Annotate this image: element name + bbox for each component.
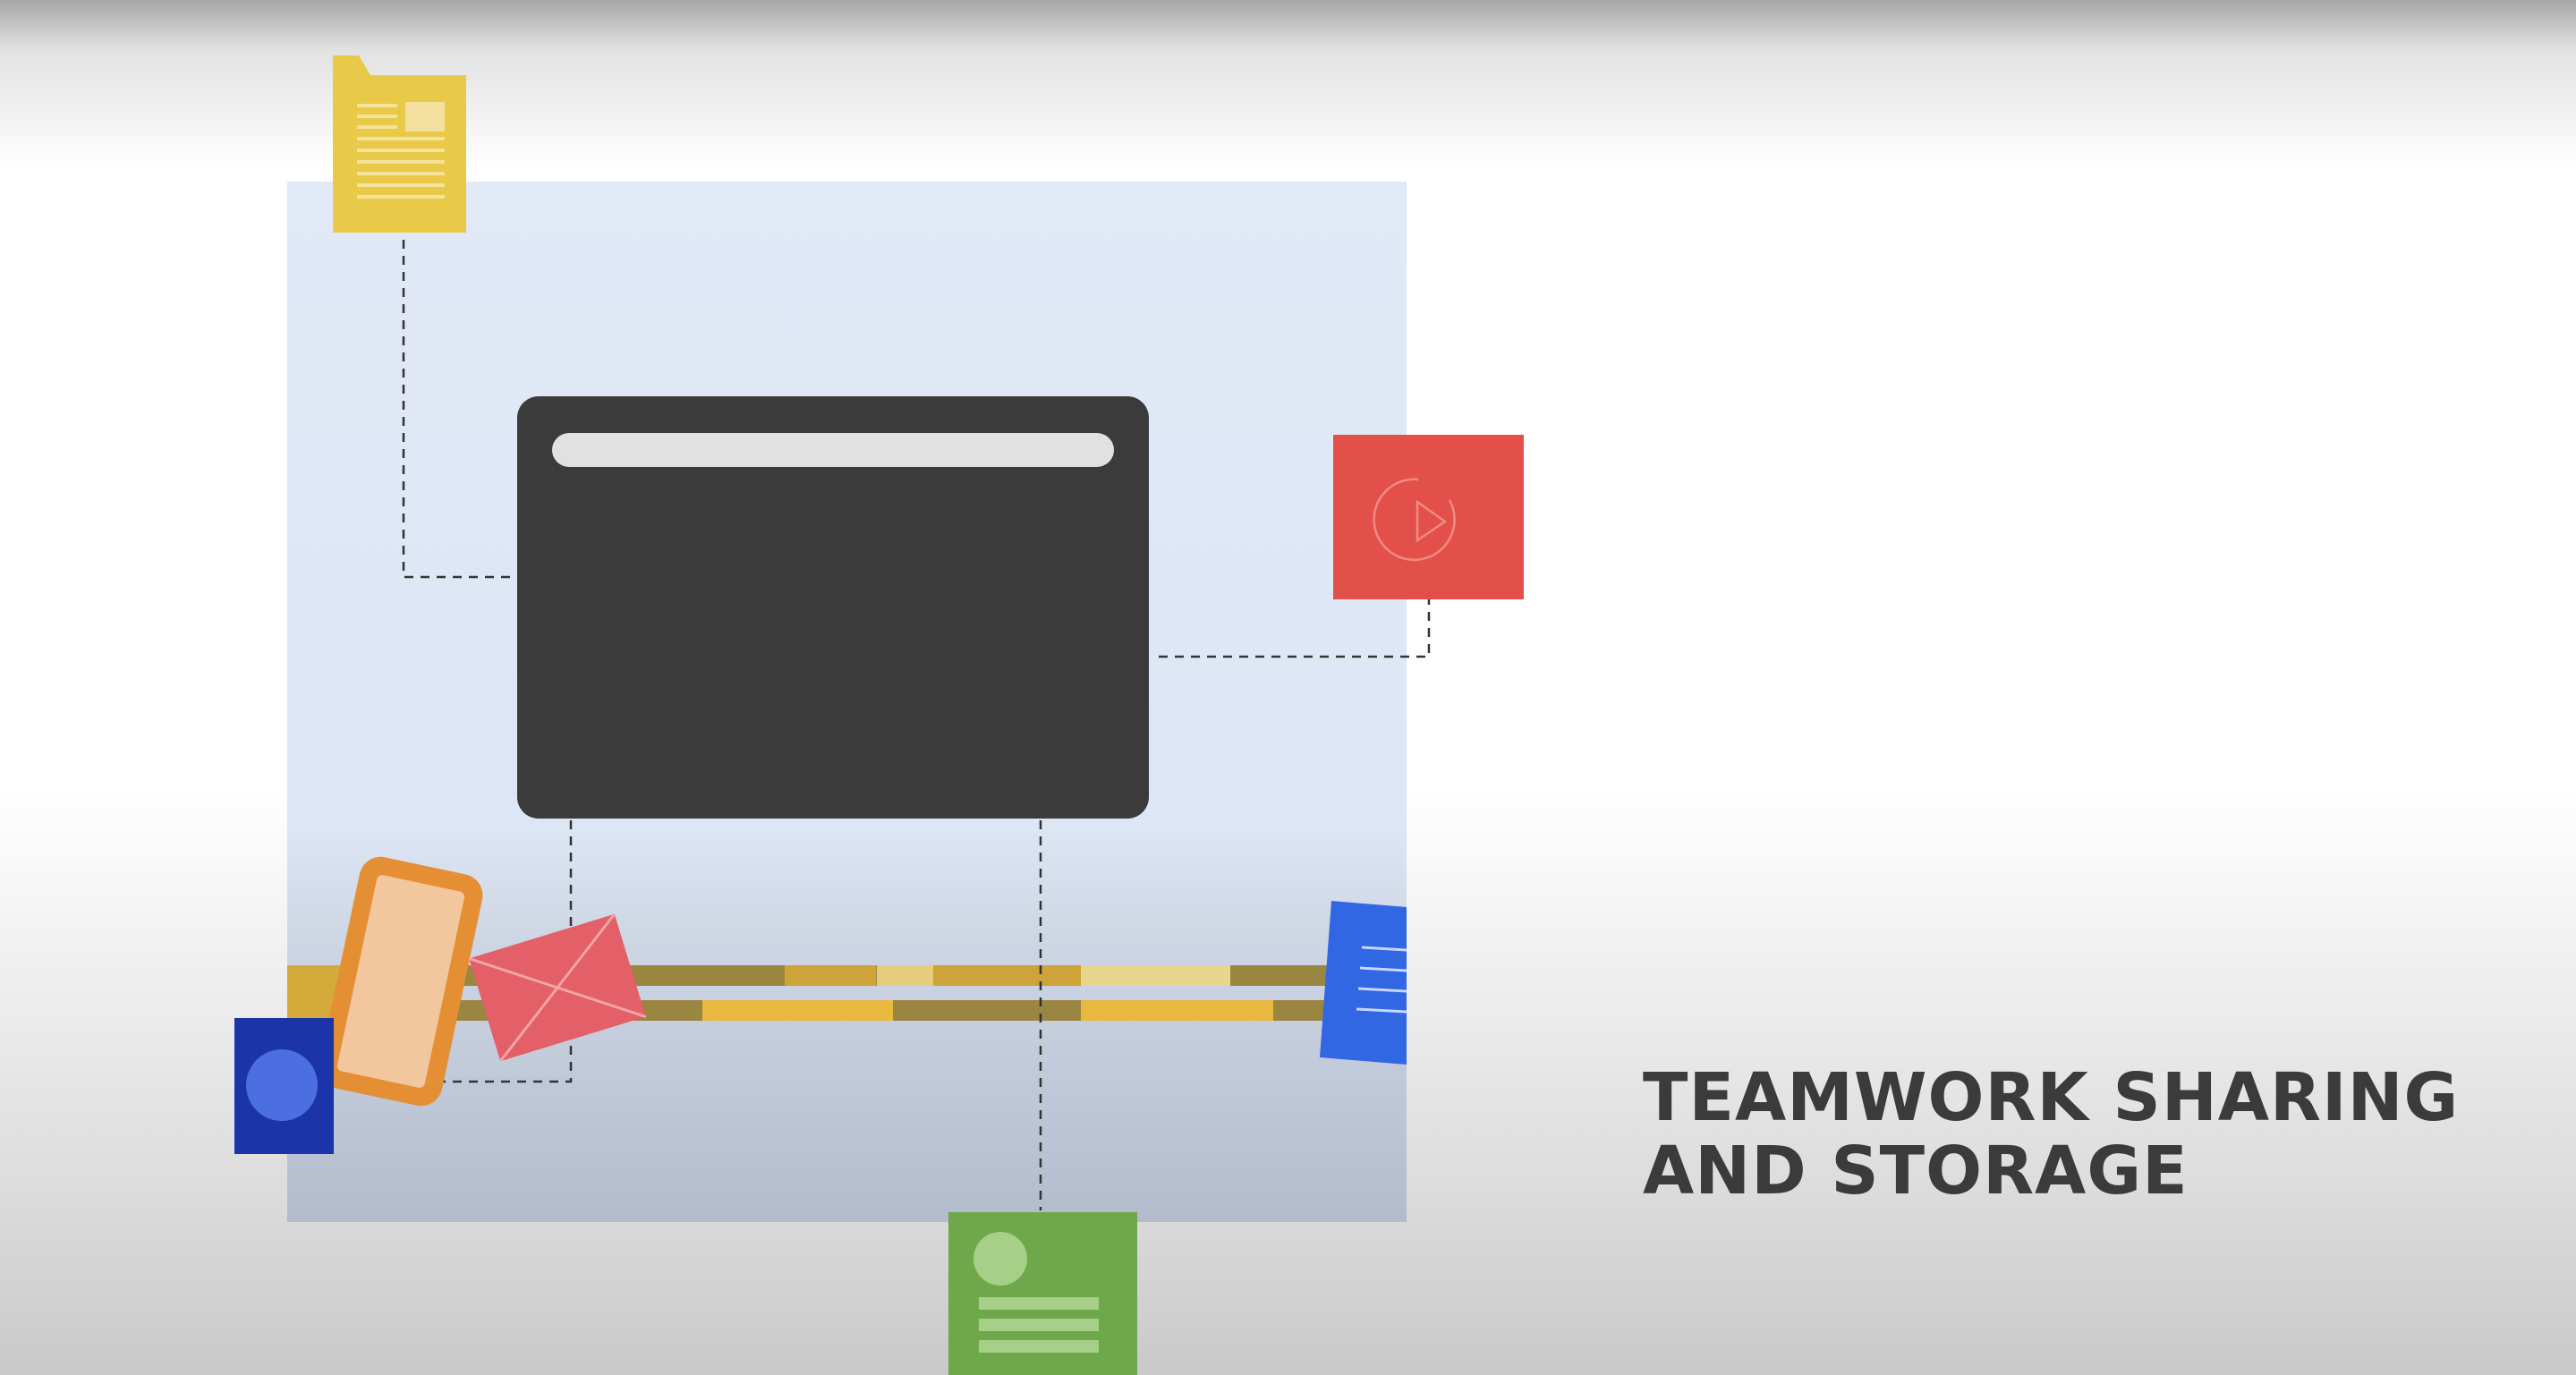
folder-icon [333, 55, 466, 233]
video-tile [1333, 435, 1524, 599]
connector-folder [402, 240, 512, 579]
contact-card-icon [948, 1212, 1137, 1375]
connector-lines [338, 240, 1431, 1210]
mobile-phone-icon [319, 856, 483, 1107]
headline-line-2: AND STORAGE [1643, 1133, 2189, 1209]
dark-screen-panel [517, 396, 1149, 819]
headline-line-1: TEAMWORK SHARING [1643, 1059, 2460, 1136]
connector-video [1159, 599, 1431, 658]
screen-title-bar [552, 433, 1114, 467]
envelope-icon [468, 912, 647, 1063]
play-circle-icon [1373, 478, 1456, 562]
headline: TEAMWORK SHARING AND STORAGE [1643, 1061, 2459, 1208]
profile-icon [234, 1018, 334, 1154]
connector-phone [338, 820, 573, 1083]
document-icon [1320, 901, 1407, 1065]
storage-illustration [234, 55, 1524, 1375]
